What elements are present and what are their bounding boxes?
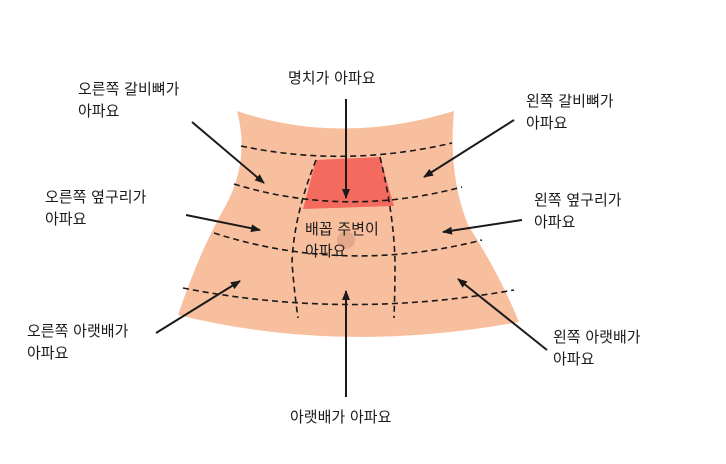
right-vertical-line <box>379 156 396 319</box>
label-lower: 아랫배가 아파요 <box>290 408 392 426</box>
epigastric-region <box>303 157 394 209</box>
label-right-flank: 오른쪽 옆구리가 아파요 <box>45 188 147 228</box>
arrow-left-lower <box>457 278 548 351</box>
arrow-right-ribs <box>191 121 265 184</box>
label-navel: 명치가 아파요 <box>288 69 376 87</box>
torso-shape <box>178 111 519 337</box>
label-left-flank: 왼쪽 옆구리가 아파요 <box>534 191 622 231</box>
label-left-ribs: 왼쪽 갈비뼈가 아파요 <box>526 92 614 132</box>
label-right-lower: 오른쪽 아랫배가 아파요 <box>27 322 129 362</box>
label-left-lower: 왼쪽 아랫배가 아파요 <box>553 328 641 368</box>
arrow-left-ribs <box>423 119 515 178</box>
upper-line <box>233 183 463 203</box>
arrow-left-flank <box>442 219 523 235</box>
arrows <box>155 99 548 397</box>
middle-line <box>213 232 483 257</box>
label-right-ribs: 오른쪽 갈비뼈가 아파요 <box>78 80 180 120</box>
label-belly-button: 배꼽 주변이 아파요 <box>305 220 379 260</box>
navel-dot <box>337 231 355 249</box>
arrow-right-flank <box>185 214 261 233</box>
left-vertical-line <box>291 159 317 319</box>
arrow-right-lower <box>155 280 241 334</box>
